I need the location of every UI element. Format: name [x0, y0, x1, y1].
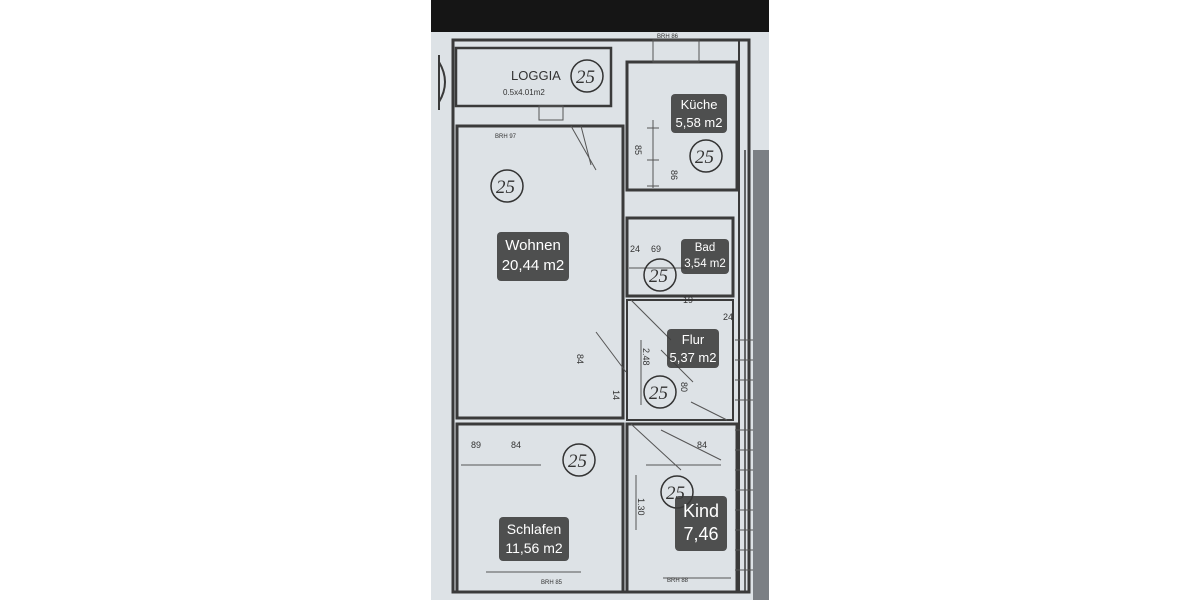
room-name-schlafen: Schlafen [506, 521, 562, 537]
dim-85: 85 [633, 145, 643, 155]
dim-84-schlafen: 84 [511, 440, 521, 450]
sill-label-schlafen: BRH 85 [541, 580, 563, 586]
room-name-bad: Bad [694, 242, 716, 254]
room-code-flur: 25 [649, 383, 668, 404]
sill-label-kind: BRH 88 [667, 578, 689, 584]
room-codes: 25 25 25 25 25 25 25 [490, 59, 723, 509]
room-label-schlafen: Schlafen 11,56 m2 [499, 517, 569, 561]
room-label-flur: Flur 5,37 m2 [667, 329, 719, 369]
dim-14: 14 [611, 390, 621, 400]
dim-84-wohnen: 84 [575, 354, 585, 364]
dim-19: 19 [683, 295, 693, 305]
room-code-wohnen: 25 [496, 177, 515, 198]
dim-84-kind: 84 [697, 440, 707, 450]
room-name-wohnen: Wohnen [505, 237, 561, 254]
room-area-kueche: 5,58 m2 [675, 114, 723, 130]
room-area-wohnen: 20,44 m2 [501, 257, 565, 275]
room-area-schlafen: 11,56 m2 [505, 539, 563, 556]
dim-86: 86 [669, 170, 679, 180]
room-code-bad: 25 [649, 266, 668, 287]
sill-label-wohnen: BRH 97 [495, 134, 517, 140]
dim-24: 24 [630, 244, 640, 254]
sill-labels: BRH 86 BRH 97 BRH 85 BRH 88 [495, 34, 689, 586]
room-code-loggia: 25 [576, 67, 595, 88]
detail-lines [461, 39, 753, 579]
room-label-kind: Kind 7,46 [675, 496, 727, 551]
dim-1-30: 1.30 [636, 498, 646, 516]
room-label-kueche: Küche 5,58 m2 [671, 94, 727, 134]
dim-69: 69 [651, 244, 661, 254]
room-area-flur: 5,37 m2 [669, 349, 717, 365]
floor-plan-photo: LOGGIA 0.5x4.01m2 25 25 25 25 25 25 25 8… [431, 0, 769, 600]
room-area-kind: 7,46 [683, 524, 719, 545]
loggia-name: LOGGIA [511, 68, 561, 83]
room-name-kind: Kind [682, 501, 720, 521]
top-dark-band [431, 0, 769, 32]
right-edge-shadow [753, 150, 769, 600]
dim-89: 89 [471, 440, 481, 450]
room-name-flur: Flur [681, 332, 705, 347]
dimension-numbers: 85 86 24 69 2.48 84 14 80 89 84 84 1.30 … [471, 145, 733, 516]
room-label-bad: Bad 3,54 m2 [681, 239, 729, 275]
dim-2-48: 2.48 [641, 348, 651, 366]
room-code-kueche: 25 [695, 147, 714, 168]
room-name-kueche: Küche [680, 97, 718, 112]
room-code-schlafen: 25 [568, 451, 587, 472]
room-area-bad: 3,54 m2 [684, 257, 726, 270]
dim-80: 80 [679, 382, 689, 392]
room-label-wohnen: Wohnen 20,44 m2 [497, 232, 569, 281]
dim-24-flur: 24 [723, 312, 733, 322]
loggia-area: 0.5x4.01m2 [503, 88, 545, 97]
sill-label-kueche: BRH 86 [657, 34, 679, 40]
